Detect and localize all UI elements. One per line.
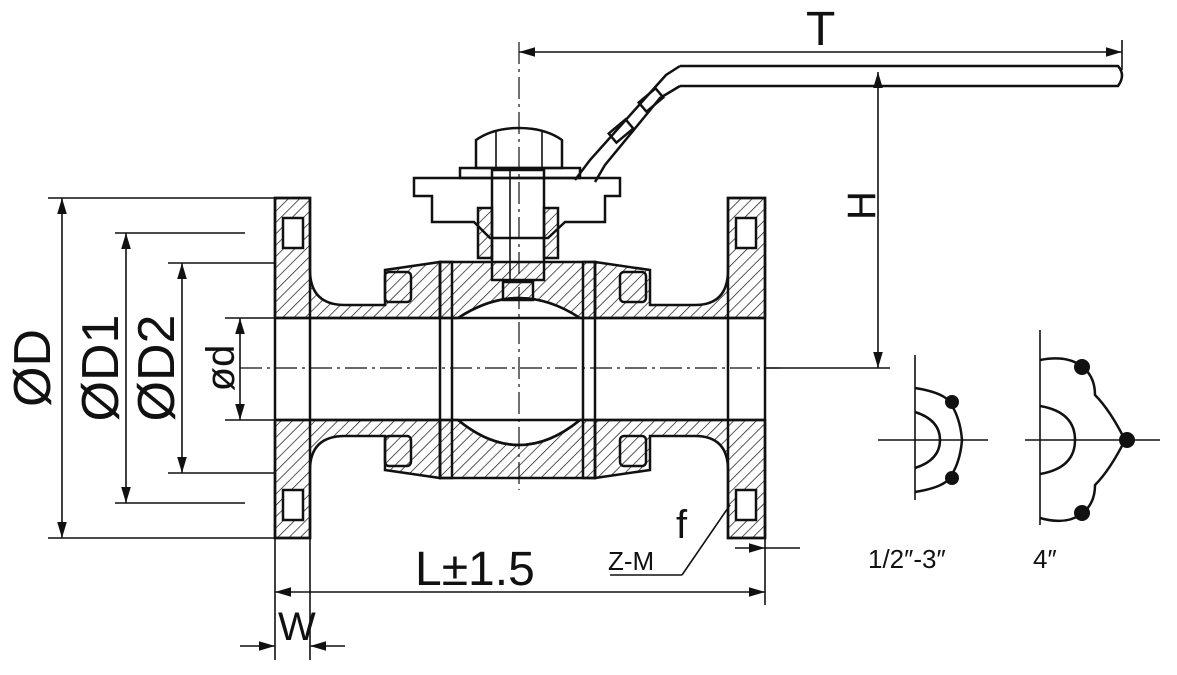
dim-OD2-label: ØD2 bbox=[128, 315, 186, 422]
dim-H-label: H bbox=[840, 191, 884, 220]
flange-large-label: 4″ bbox=[1033, 544, 1057, 574]
center-lines bbox=[240, 42, 780, 490]
valve-body bbox=[273, 196, 767, 540]
dim-od-label: ød bbox=[199, 345, 243, 392]
dim-T-label: T bbox=[806, 3, 835, 56]
dim-ZM-label: Z-M bbox=[608, 546, 654, 576]
dimension-lines bbox=[48, 40, 1123, 660]
handle-lever bbox=[574, 64, 1124, 183]
flange-view-large bbox=[1025, 330, 1160, 525]
flange-small-label: 1/2″-3″ bbox=[868, 544, 946, 574]
dim-OD-label: ØD bbox=[4, 329, 62, 407]
flange-view-small bbox=[878, 355, 988, 500]
dim-L-label: L±1.5 bbox=[415, 543, 535, 596]
dim-f-label: f bbox=[676, 503, 688, 547]
dim-W-label: W bbox=[278, 605, 316, 649]
dim-OD1-label: ØD1 bbox=[72, 315, 130, 422]
